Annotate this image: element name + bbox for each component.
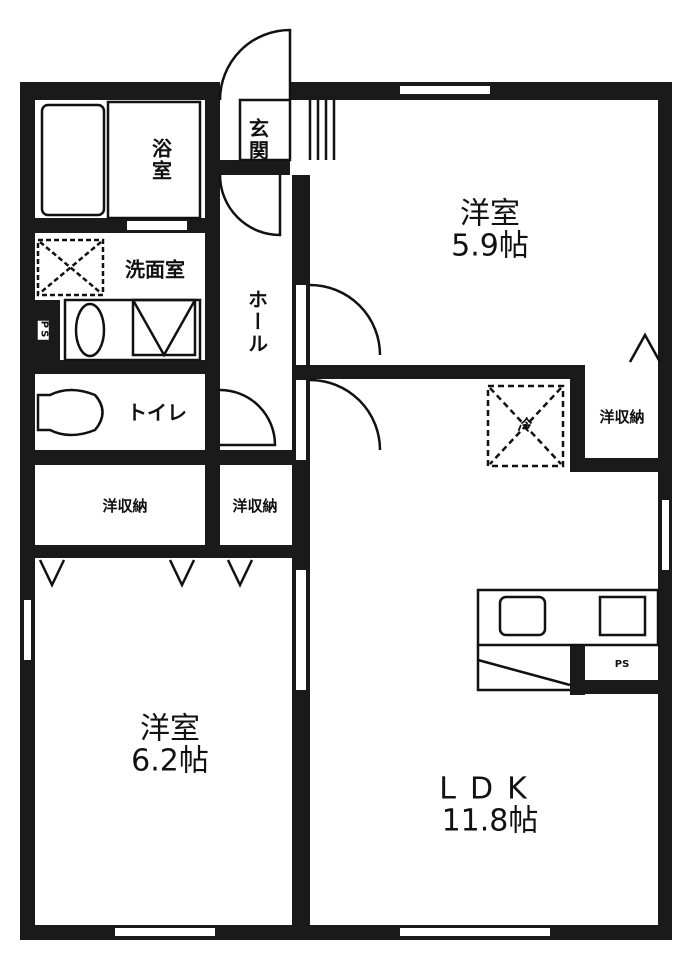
toilet-bowl — [36, 388, 104, 437]
washer-space — [36, 238, 105, 297]
room-label-western-room-1: 洋室 5.9帖 — [451, 196, 529, 263]
room-name: 洋室 — [140, 711, 200, 747]
closet-label-mid: 洋収納 — [232, 497, 278, 516]
room-size: 6.2帖 — [131, 743, 209, 778]
room-label-western-room-2: 洋室 6.2帖 — [131, 711, 209, 778]
room-size: 11.8帖 — [441, 803, 539, 838]
room-name: 洋室 — [460, 196, 520, 232]
ps-label-right: PS — [594, 659, 650, 671]
room-label-washroom: 洗面室 — [125, 257, 185, 282]
fridge-label: 冷 — [517, 416, 533, 435]
bathtub — [40, 103, 106, 217]
room-size: 5.9帖 — [451, 228, 529, 263]
room-label-entrance: 玄関 — [245, 118, 270, 162]
ps-label-left: PS — [37, 320, 50, 340]
fridge-space — [486, 384, 565, 468]
room-name: LDK — [439, 771, 541, 807]
room-label-bath: 浴室 — [148, 138, 173, 182]
openings — [24, 82, 669, 936]
sink-basin — [74, 302, 106, 358]
fixtures — [36, 28, 662, 692]
closet-label-right: 洋収納 — [599, 408, 645, 427]
closet-label-left: 洋収納 — [102, 497, 148, 516]
room-label-hall: ホール — [244, 289, 269, 355]
kitchen-counter — [476, 588, 660, 647]
room-label-ldk: LDK 11.8帖 — [439, 771, 541, 838]
room-label-toilet: トイレ — [127, 400, 187, 425]
